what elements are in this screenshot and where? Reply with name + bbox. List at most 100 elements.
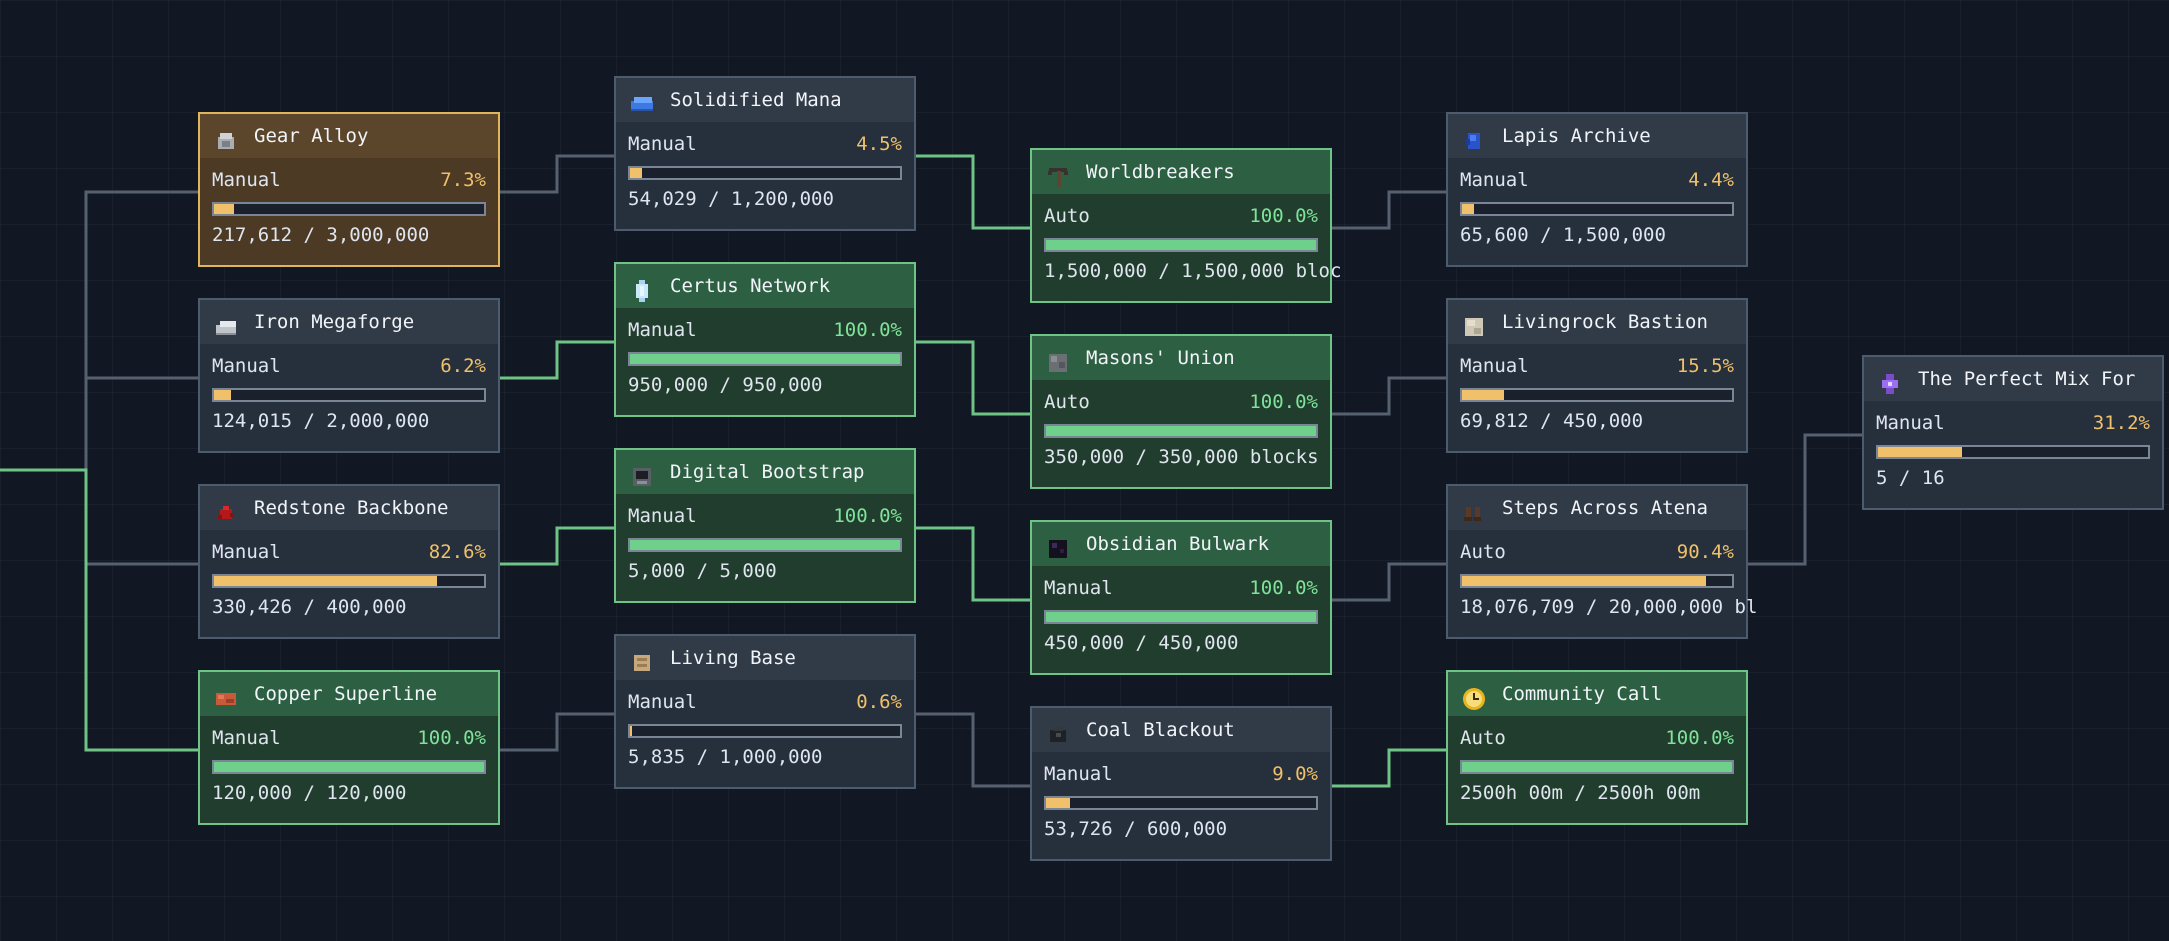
copper-block-icon (212, 685, 240, 713)
mana-ingot-icon (628, 91, 656, 119)
progress-fill (630, 726, 632, 736)
quest-count: 120,000 / 120,000 (212, 782, 407, 804)
quest-percent: 0.6% (856, 691, 902, 713)
quest-count: 2500h 00m / 2500h 00m (1460, 782, 1701, 804)
edge-certus-network-to-masons-union (916, 340, 1030, 416)
quest-card-header: Solidified Mana (616, 78, 914, 122)
quest-title: Solidified Mana (670, 89, 842, 111)
edge-redstone-backbone-to-digital-bootstrap (500, 526, 614, 566)
quest-count: 950,000 / 950,000 (628, 374, 823, 396)
edge-steps-across-atena-to-perfect-mix (1748, 433, 1862, 566)
machine-block-icon (628, 463, 656, 491)
quest-mode: Manual (628, 505, 697, 527)
quest-card-header: The Perfect Mix For (1864, 357, 2162, 401)
quest-card-iron-megaforge[interactable]: Iron Megaforge Manual 6.2% 124,015 / 2,0… (198, 298, 500, 453)
quest-card-copper-superline[interactable]: Copper Superline Manual 100.0% 120,000 /… (198, 670, 500, 825)
edge-coal-blackout-to-community-call (1332, 748, 1446, 788)
quest-card-coal-blackout[interactable]: Coal Blackout Manual 9.0% 53,726 / 600,0… (1030, 706, 1332, 861)
progress-bar (212, 388, 486, 402)
quest-card-header: Steps Across Atena (1448, 486, 1746, 530)
quest-count: 1,500,000 / 1,500,000 bloc (1044, 260, 1342, 282)
quest-card-masons-union[interactable]: Masons' Union Auto 100.0% 350,000 / 350,… (1030, 334, 1332, 489)
quest-card-community-call[interactable]: Community Call Auto 100.0% 2500h 00m / 2… (1446, 670, 1748, 825)
quest-mode: Manual (1876, 412, 1945, 434)
quest-count: 69,812 / 450,000 (1460, 410, 1644, 432)
progress-bar (1044, 610, 1318, 624)
quest-count: 217,612 / 3,000,000 (212, 224, 430, 246)
progress-bar (1044, 424, 1318, 438)
quest-mode: Manual (1460, 355, 1529, 377)
quest-card-solidified-mana[interactable]: Solidified Mana Manual 4.5% 54,029 / 1,2… (614, 76, 916, 231)
quest-card-header: Living Base (616, 636, 914, 680)
quest-card-redstone-backbone[interactable]: Redstone Backbone Manual 82.6% 330,426 /… (198, 484, 500, 639)
progress-fill (214, 762, 484, 772)
quest-card-livingrock-bastion[interactable]: Livingrock Bastion Manual 15.5% 69,812 /… (1446, 298, 1748, 453)
quest-percent: 100.0% (1249, 577, 1318, 599)
quest-percent: 7.3% (440, 169, 486, 191)
edge-obsidian-bulwark-to-steps-across-atena (1332, 562, 1446, 602)
quest-title: Worldbreakers (1086, 161, 1235, 183)
quest-card-header: Coal Blackout (1032, 708, 1330, 752)
quest-mode: Manual (1044, 577, 1113, 599)
clock-icon (1460, 685, 1488, 713)
edge-masons-union-to-livingrock-bastion (1332, 376, 1446, 416)
quest-card-header: Iron Megaforge (200, 300, 498, 344)
quest-mode: Manual (628, 133, 697, 155)
quest-count: 65,600 / 1,500,000 (1460, 224, 1666, 246)
quest-mode: Manual (628, 319, 697, 341)
quest-card-perfect-mix[interactable]: The Perfect Mix For Manual 31.2% 5 / 16 (1862, 355, 2164, 510)
quest-mode: Auto (1044, 391, 1090, 413)
mix-crystal-icon (1876, 370, 1904, 398)
edge-gear-alloy-to-solidified-mana (500, 154, 614, 194)
quest-title: Community Call (1502, 683, 1663, 705)
quest-card-lapis-archive[interactable]: Lapis Archive Manual 4.4% 65,600 / 1,500… (1446, 112, 1748, 267)
quest-percent: 15.5% (1676, 355, 1734, 377)
quest-count: 330,426 / 400,000 (212, 596, 407, 618)
quest-count: 5,835 / 1,000,000 (628, 746, 823, 768)
quest-mode: Manual (212, 355, 281, 377)
quest-card-header: Copper Superline (200, 672, 498, 716)
progress-bar (212, 760, 486, 774)
quest-card-digital-bootstrap[interactable]: Digital Bootstrap Manual 100.0% 5,000 / … (614, 448, 916, 603)
quest-percent: 90.4% (1676, 541, 1734, 563)
progress-fill (630, 168, 643, 178)
gear-alloy-icon (212, 127, 240, 155)
quest-mode: Manual (212, 541, 281, 563)
quest-percent: 100.0% (833, 319, 902, 341)
quest-card-worldbreakers[interactable]: Worldbreakers Auto 100.0% 1,500,000 / 1,… (1030, 148, 1342, 303)
quest-count: 54,029 / 1,200,000 (628, 188, 834, 210)
quest-mode: Manual (1044, 763, 1113, 785)
quest-card-header: Masons' Union (1032, 336, 1330, 380)
progress-fill (1046, 612, 1316, 622)
progress-bar (1460, 202, 1734, 216)
edge-worldbreakers-to-lapis-archive (1332, 190, 1446, 230)
progress-bar (1876, 445, 2150, 459)
progress-fill (1462, 762, 1732, 772)
quest-title: Obsidian Bulwark (1086, 533, 1270, 555)
progress-fill (1878, 447, 1963, 457)
quest-title: Living Base (670, 647, 796, 669)
quest-title: The Perfect Mix For (1918, 368, 2136, 390)
edge-copper-superline-to-living-base (500, 712, 614, 752)
quest-card-header: Gear Alloy (200, 114, 498, 158)
quest-title: Iron Megaforge (254, 311, 415, 333)
quest-percent: 100.0% (417, 727, 486, 749)
quest-count: 18,076,709 / 20,000,000 bl (1460, 596, 1758, 618)
boots-icon (1460, 499, 1488, 527)
progress-fill (1046, 426, 1316, 436)
quest-percent: 82.6% (428, 541, 486, 563)
quest-card-header: Community Call (1448, 672, 1746, 716)
lapis-icon (1460, 127, 1488, 155)
quest-card-gear-alloy[interactable]: Gear Alloy Manual 7.3% 217,612 / 3,000,0… (198, 112, 500, 267)
quest-percent: 100.0% (1665, 727, 1734, 749)
quest-card-steps-across-atena[interactable]: Steps Across Atena Auto 90.4% 18,076,709… (1446, 484, 1758, 639)
stone-block-icon (1044, 349, 1072, 377)
quest-card-living-base[interactable]: Living Base Manual 0.6% 5,835 / 1,000,00… (614, 634, 916, 789)
quest-card-certus-network[interactable]: Certus Network Manual 100.0% 950,000 / 9… (614, 262, 916, 417)
progress-bar (212, 574, 486, 588)
quest-count: 53,726 / 600,000 (1044, 818, 1228, 840)
quest-card-obsidian-bulwark[interactable]: Obsidian Bulwark Manual 100.0% 450,000 /… (1030, 520, 1332, 675)
edge-root-to-copper-superline (0, 468, 198, 752)
edge-iron-megaforge-to-certus-network (500, 340, 614, 380)
progress-fill (214, 576, 438, 586)
